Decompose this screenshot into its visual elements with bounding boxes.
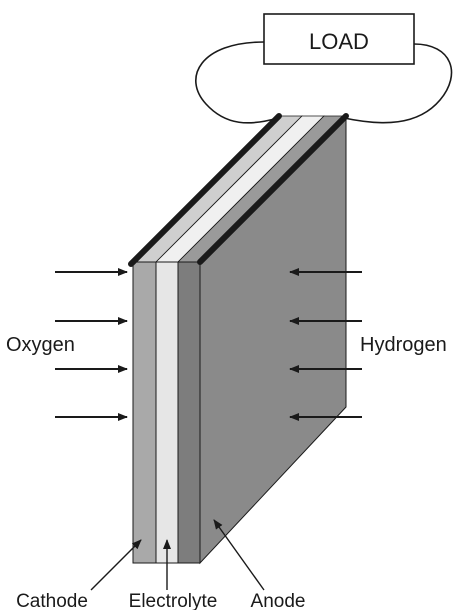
- electrolyte-label: Electrolyte: [129, 591, 218, 610]
- cathode-layer: [132, 261, 157, 564]
- load-box: [263, 13, 415, 65]
- hydrogen-label: Hydrogen: [360, 334, 447, 356]
- oxygen-label: Oxygen: [6, 334, 75, 356]
- anode-layer: [177, 261, 201, 564]
- cathode-pointer-arrow: [90, 539, 142, 591]
- cathode-contact-edge: [128, 113, 282, 267]
- cathode-label: Cathode: [16, 591, 88, 610]
- load-wire-left: [195, 41, 279, 124]
- anode-label: Anode: [251, 591, 306, 610]
- electrolyte-layer: [155, 261, 179, 564]
- anode-contact-edge: [197, 113, 349, 265]
- load-label: LOAD: [309, 29, 369, 54]
- load-wire-right: [343, 43, 453, 124]
- anode-pointer-arrow: [213, 519, 265, 591]
